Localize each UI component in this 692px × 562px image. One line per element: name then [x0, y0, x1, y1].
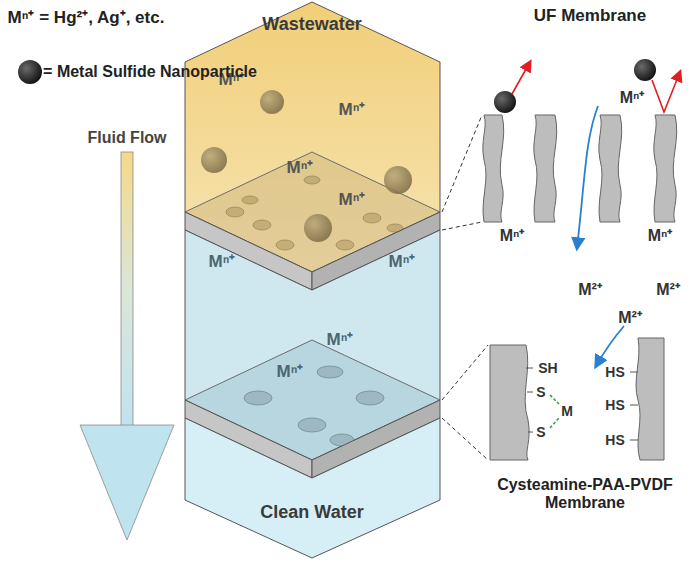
uf-membrane-inset: UF MembraneMⁿ⁺ Mⁿ⁺ Mⁿ⁺	[470, 0, 692, 262]
bound-metal-spots	[244, 366, 384, 446]
particle-deposits	[226, 176, 403, 250]
wastewater-region: WastewaterMⁿ⁺ Mⁿ⁺ Mⁿ⁺ Mⁿ⁺	[185, 0, 440, 270]
thiol-group: HS	[605, 397, 624, 413]
legend-note: Mⁿ⁺ = Hg²⁺, Ag⁺, etc.	[8, 8, 165, 28]
clean-water-region: Clean Water	[185, 418, 440, 562]
thiol-group: HS	[605, 364, 624, 380]
ion-label: M²⁺	[578, 281, 602, 299]
region-title: Wastewater	[262, 14, 361, 35]
ion-label: Mⁿ⁺	[500, 227, 525, 245]
ion-label: Mⁿ⁺	[648, 227, 673, 245]
ion-label: Mⁿ⁺	[209, 252, 236, 272]
inset-title: Cysteamine-PAA-PVDF Membrane	[483, 476, 688, 513]
thiol-group: HS	[605, 432, 624, 448]
region-title: Clean Water	[260, 502, 363, 523]
ion-label: Mⁿ⁺	[287, 158, 314, 178]
flow-label: Fluid Flow	[87, 129, 166, 147]
ion-label: M²⁺	[656, 281, 680, 299]
sulfur-atom: S	[536, 424, 545, 440]
nanoparticles	[201, 90, 412, 242]
ion-label: M²⁺	[618, 309, 642, 327]
thiol-membrane-inset: M²⁺M²⁺M²⁺SHSMSHSHSHSCysteamine-PAA-PVDF …	[470, 270, 692, 520]
ion-label: Mⁿ⁺	[389, 252, 416, 272]
thiol-group: SH	[538, 360, 557, 376]
uf-membrane-top	[185, 152, 440, 272]
inset-title: UF Membrane	[534, 6, 646, 26]
uf-rejection	[494, 59, 680, 248]
legend-text: = Metal Sulfide Nanoparticle	[43, 63, 257, 81]
sulfur-atom: S	[536, 384, 545, 400]
permeate-region: Mⁿ⁺ Mⁿ⁺ Mⁿ⁺ Mⁿ⁺	[185, 230, 440, 460]
leader-lines	[442, 115, 488, 460]
ion-label: Mⁿ⁺	[620, 89, 645, 107]
ion-label: Mⁿ⁺	[277, 362, 304, 382]
ion-label: Mⁿ⁺	[339, 190, 366, 210]
metal-thiol-bonds	[550, 395, 559, 428]
metal-atom: M	[561, 403, 573, 419]
ion-path-arrow	[596, 326, 624, 366]
nanoparticle-sample	[18, 60, 42, 84]
flow-arrow	[80, 152, 174, 540]
ion-label: Mⁿ⁺	[339, 100, 366, 120]
thiol-pore-walls	[490, 338, 664, 460]
uf-pore-walls	[483, 115, 677, 222]
ion-label: Mⁿ⁺	[327, 330, 354, 350]
clean-water-region	[185, 418, 440, 558]
